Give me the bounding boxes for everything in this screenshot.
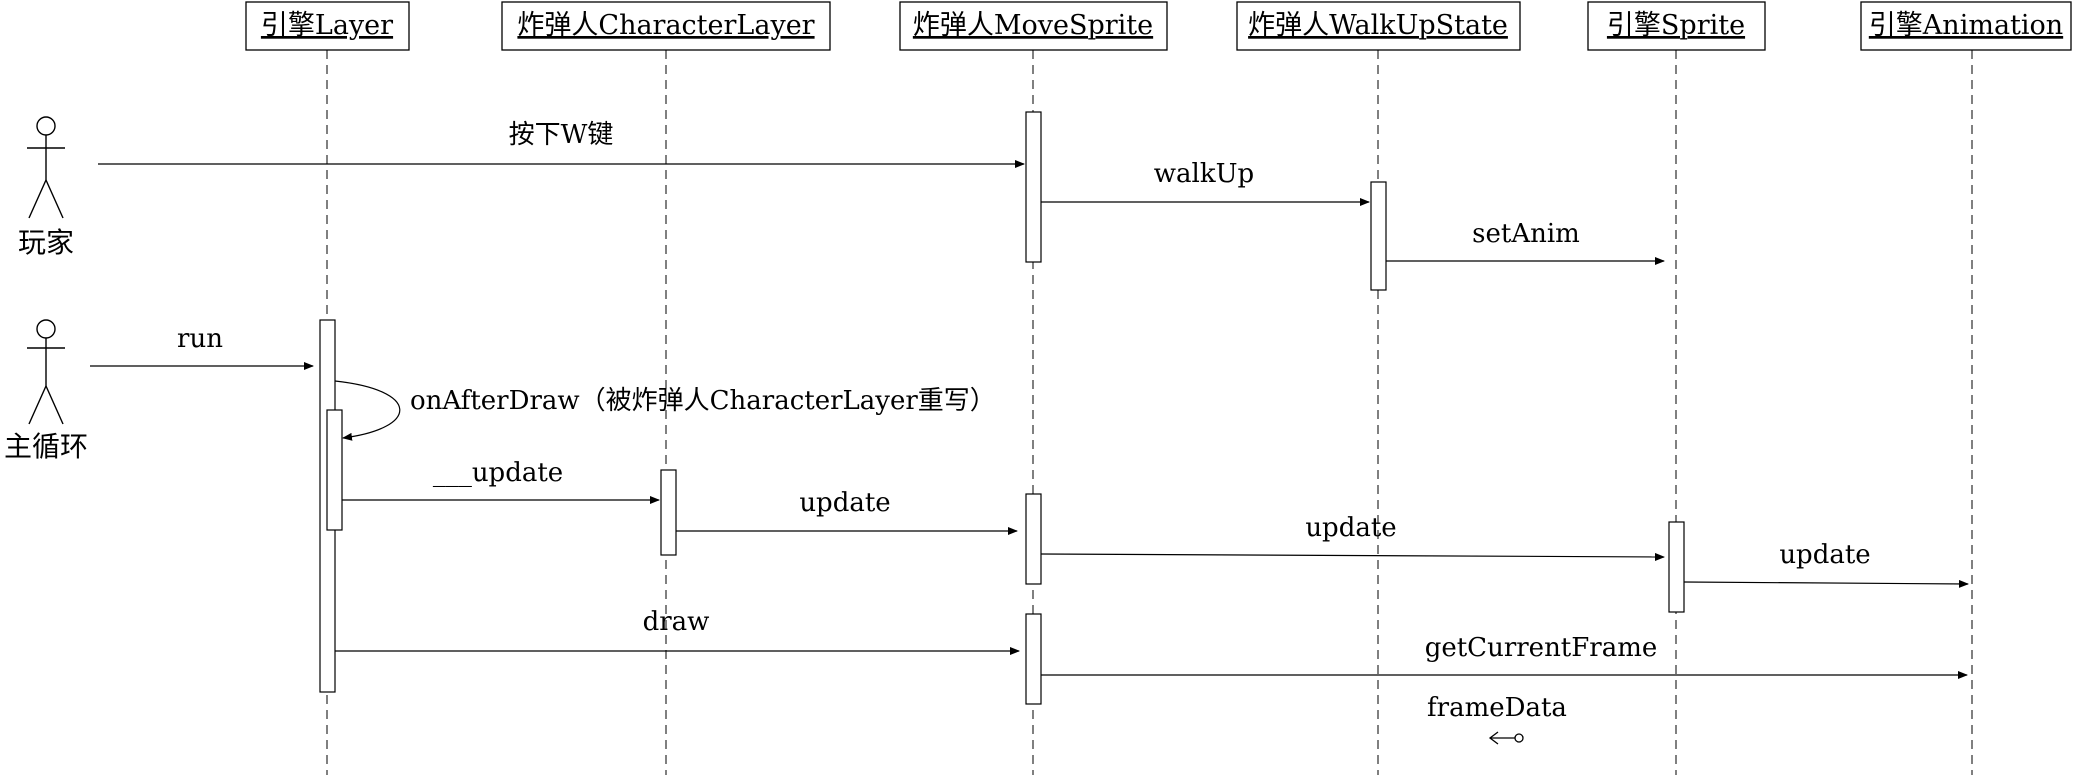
lifeline-headers: 引擎Layer 炸弹人CharacterLayer 炸弹人MoveSprite … (245, 1, 2072, 51)
message-update-2-arrow (1040, 552, 1665, 561)
activation-move-sprite-3 (1025, 613, 1042, 705)
message-__update-label: ___update (433, 458, 563, 488)
message-update-3-arrow (1683, 579, 1969, 588)
message-on-after-draw-label: onAfterDraw（被炸弹人CharacterLayer重写） (410, 386, 996, 416)
activation-bars (319, 111, 1685, 705)
message-update-2-label: update (1305, 513, 1396, 543)
lifeline-bomber-walk-up-state-title: 炸弹人WalkUpState (1248, 10, 1508, 41)
actor-main-loop-leg-right (45, 385, 64, 425)
messages (90, 160, 1969, 679)
return-frame-data-icon (1488, 731, 1524, 745)
actor-player (27, 116, 65, 219)
message-walk-up-label: walkUp (1154, 159, 1254, 189)
message-run-label: run (177, 324, 223, 354)
message-set-anim-label: setAnim (1472, 219, 1580, 249)
actor-main-loop-head (36, 319, 56, 339)
actor-main-loop-label: 主循环 (4, 430, 88, 463)
message-on-after-draw-arrow (334, 380, 401, 441)
actor-main-loop-leg-left (28, 385, 47, 425)
message-draw-label: draw (643, 607, 710, 637)
actor-player-label: 玩家 (18, 226, 74, 259)
actor-main-loop (27, 319, 65, 425)
lifeline-bomber-character-layer-title: 炸弹人CharacterLayer (517, 10, 814, 41)
return-frame-data-label: frameData (1427, 693, 1567, 723)
actor-player-leg-right (45, 179, 64, 219)
activation-character-layer (660, 469, 677, 556)
activation-walk-up-state (1370, 181, 1387, 291)
message-get-current-frame-label: getCurrentFrame (1425, 633, 1658, 663)
actor-player-head (36, 116, 56, 136)
lifeline-engine-layer-title: 引擎Layer (261, 10, 393, 41)
activation-move-sprite-2 (1025, 493, 1042, 585)
lifeline-engine-layer-box (245, 1, 410, 51)
lifeline-engine-animation-box (1860, 1, 2072, 51)
activation-engine-layer-nested (326, 409, 343, 531)
lifeline-engine-animation-title: 引擎Animation (1869, 10, 2063, 41)
lifeline-engine-sprite-title: 引擎Sprite (1607, 10, 1745, 41)
activation-engine-sprite (1668, 521, 1685, 613)
message-update-1-label: update (799, 488, 890, 518)
lifeline-bomber-walk-up-state-box (1236, 1, 1521, 51)
activation-move-sprite-1 (1025, 111, 1042, 263)
lifeline-bomber-move-sprite-title: 炸弹人MoveSprite (913, 10, 1153, 41)
lifeline-bomber-move-sprite-box (899, 1, 1168, 51)
message-update-3-label: update (1779, 540, 1870, 570)
lifeline-bomber-character-layer-box (501, 1, 831, 51)
actor-player-leg-left (28, 179, 47, 219)
message-press-w-label: 按下W键 (509, 120, 614, 150)
